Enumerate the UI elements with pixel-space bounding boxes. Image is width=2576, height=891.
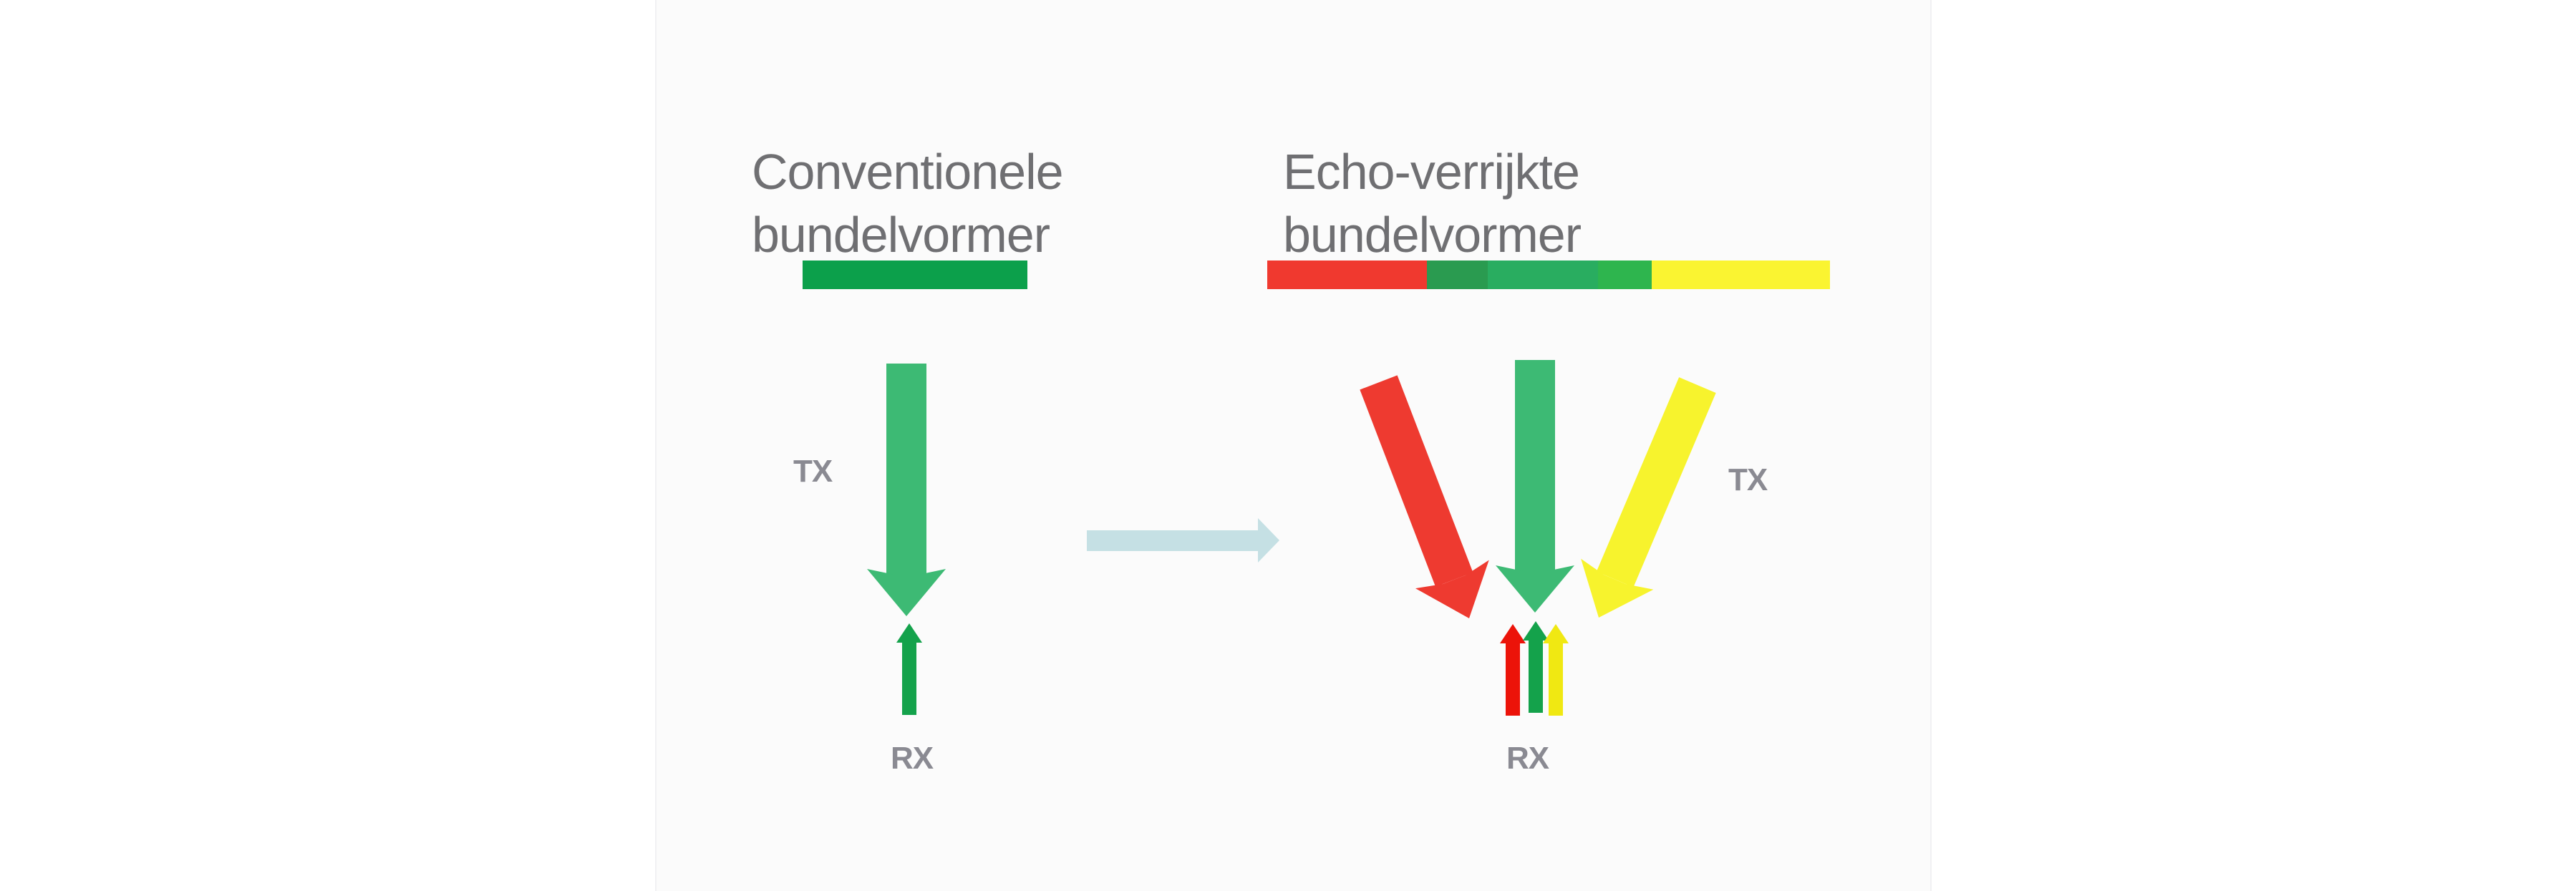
left-panel-title: Conventionele bundelvormer xyxy=(752,140,1064,266)
echo-bar-segment-kelly-green xyxy=(1598,261,1652,289)
video-frame-background xyxy=(655,0,1932,891)
right-title-line-2: bundelvormer xyxy=(1283,207,1582,263)
left-tx-label: TX xyxy=(793,454,833,489)
transition-right-arrow xyxy=(1087,518,1279,563)
echo-bar-segment-yellow xyxy=(1652,261,1830,289)
echo-bar-segment-dark-green xyxy=(1427,261,1488,289)
echo-rx-arrow-red xyxy=(1500,624,1526,716)
right-rx-label: RX xyxy=(1506,741,1549,776)
right-tx-label: TX xyxy=(1728,462,1768,497)
conventional-rx-echo-arrow xyxy=(896,623,922,715)
echo-transducer-bar xyxy=(1267,261,1830,289)
echo-rx-arrow-yellow xyxy=(1543,624,1569,716)
echo-bar-segment-emerald-green xyxy=(1488,261,1598,289)
echo-tx-beam-arrow-yellow xyxy=(1562,369,1734,633)
left-title-line-2: bundelvormer xyxy=(752,207,1050,263)
conventional-transducer-bar xyxy=(803,261,1027,289)
echo-bar-segment-red xyxy=(1267,261,1427,289)
left-rx-label: RX xyxy=(891,741,934,776)
right-panel-title: Echo-verrijkte bundelvormer xyxy=(1283,140,1582,266)
right-title-line-1: Echo-verrijkte xyxy=(1283,144,1580,200)
echo-rx-arrow-green xyxy=(1523,621,1549,713)
left-title-line-1: Conventionele xyxy=(752,144,1064,200)
echo-tx-beam-arrow-green xyxy=(1496,360,1574,613)
conventional-tx-beam-arrow xyxy=(867,364,946,616)
echo-tx-beam-arrow-red xyxy=(1342,368,1506,633)
